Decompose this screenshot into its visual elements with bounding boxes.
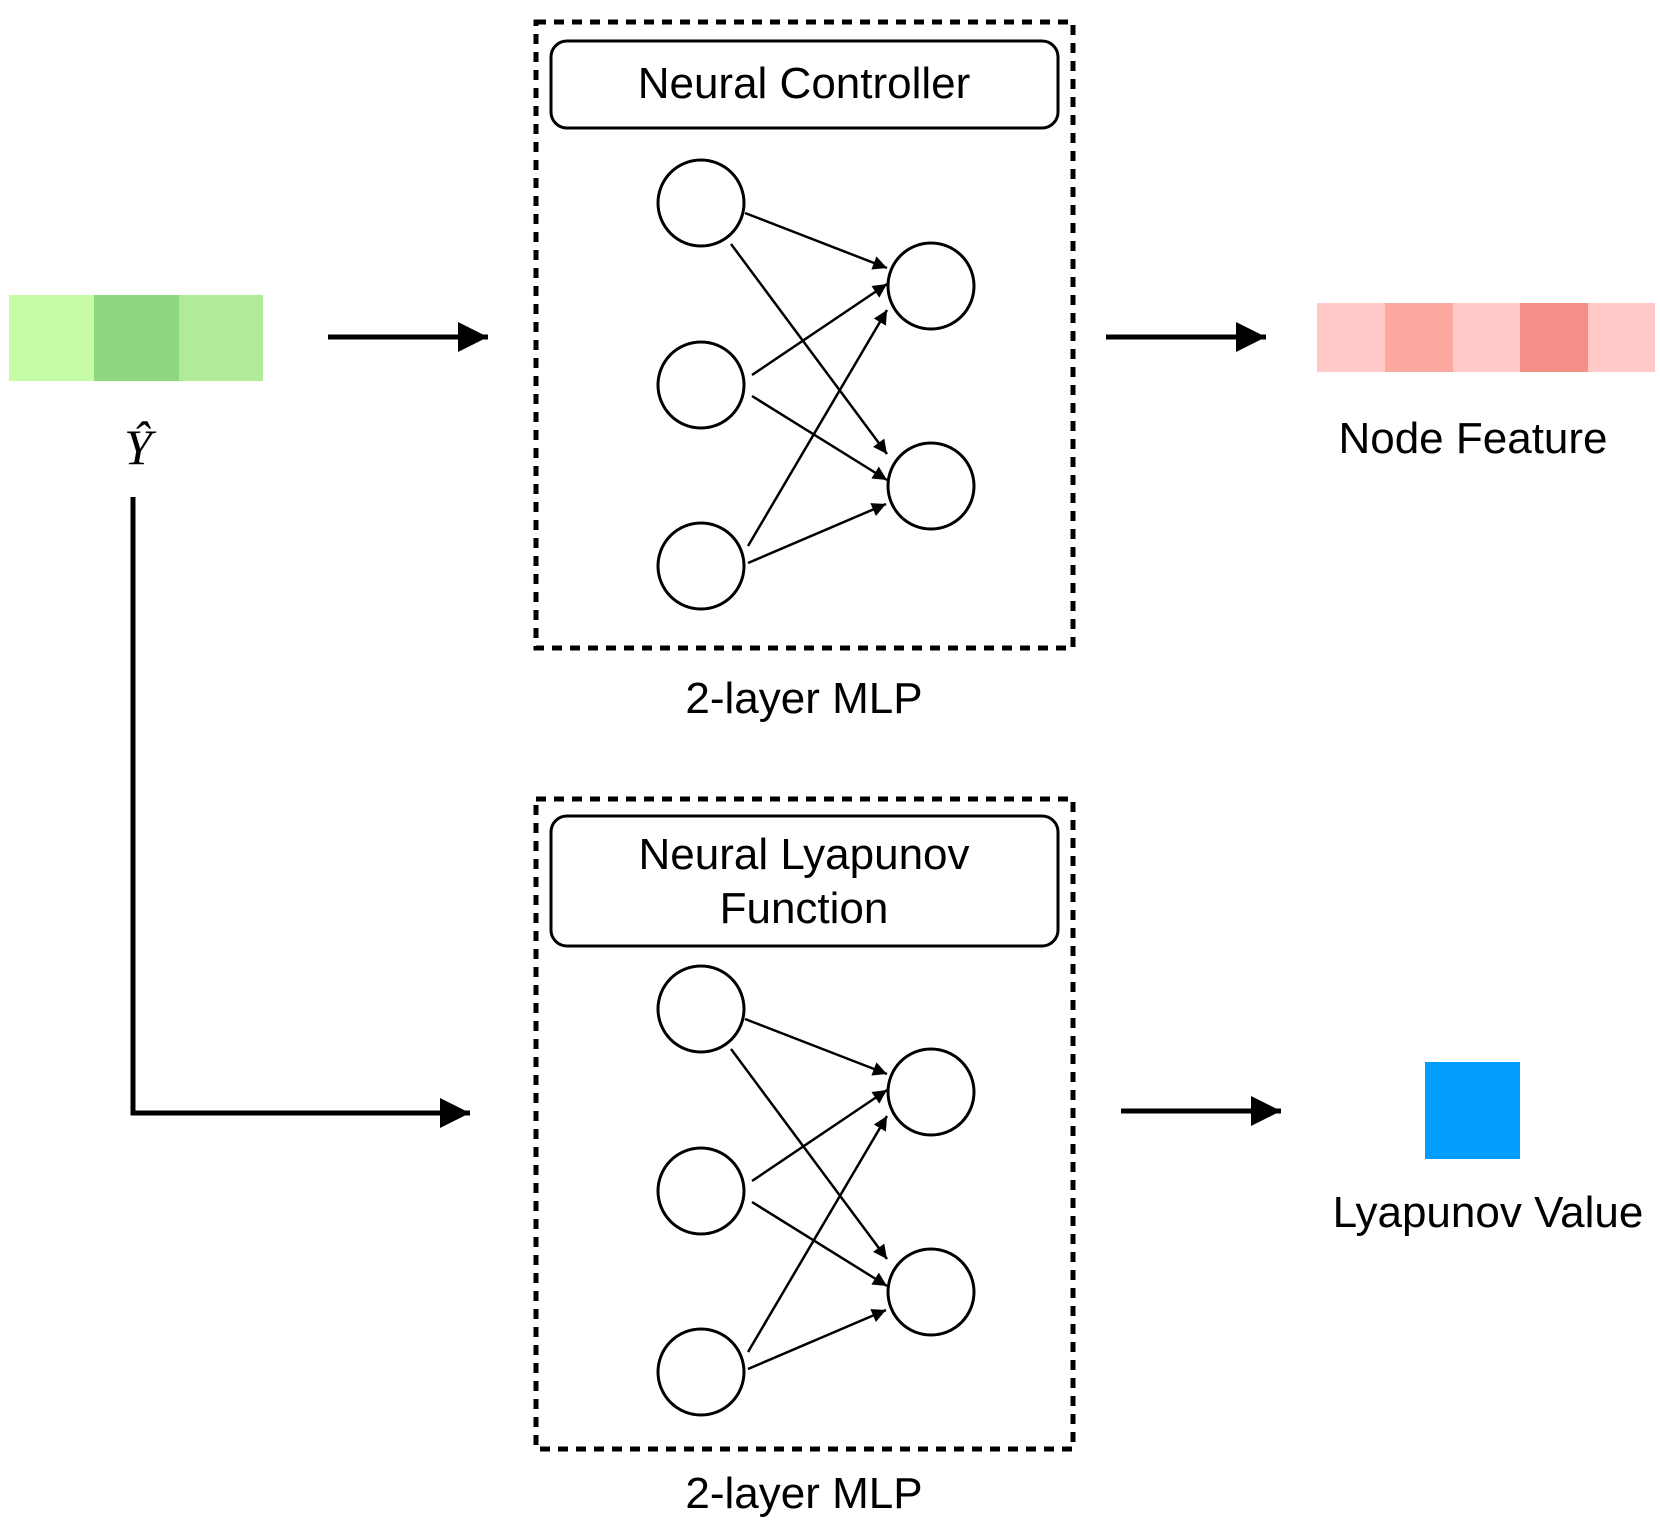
input-cell-2	[94, 295, 179, 381]
arrow-input-to-lyapunov	[130, 497, 470, 1128]
controller-input-node	[656, 521, 746, 611]
lyapunov-input-node	[656, 964, 746, 1054]
lyapunov-input-node	[656, 1146, 746, 1236]
node-feature-cell-5	[1588, 303, 1655, 372]
node-feature-cell-4	[1520, 303, 1588, 372]
controller-title: Neural Controller	[638, 59, 971, 108]
controller-nodes	[656, 158, 976, 611]
node-feature-label: Node Feature	[1338, 414, 1607, 463]
input-vector	[9, 295, 263, 381]
input-cell-3	[179, 295, 263, 381]
lyapunov-value-square	[1425, 1062, 1520, 1159]
node-feature-vector	[1317, 303, 1655, 372]
lyapunov-nodes	[656, 964, 976, 1417]
controller-caption: 2-layer MLP	[685, 674, 922, 723]
input-label: Ŷ	[124, 419, 157, 475]
controller-title-box	[549, 39, 1060, 130]
lyapunov-output-node	[886, 1047, 976, 1137]
controller-box	[533, 19, 1076, 651]
lyapunov-input-node	[656, 1327, 746, 1417]
controller-output-node	[886, 241, 976, 331]
lyapunov-caption: 2-layer MLP	[685, 1469, 922, 1518]
lyapunov-network	[729, 1017, 889, 1371]
lyapunov-title-line1: Neural Lyapunov	[638, 830, 969, 879]
lyapunov-value-label: Lyapunov Value	[1333, 1188, 1644, 1237]
controller-input-node	[656, 158, 746, 248]
node-feature-cell-2	[1385, 303, 1453, 372]
controller-output-node	[886, 441, 976, 531]
lyapunov-output-node	[886, 1247, 976, 1337]
input-cell-1	[9, 295, 94, 381]
controller-input-node	[656, 340, 746, 430]
node-feature-cell-3	[1453, 303, 1520, 372]
lyapunov-title-line2: Function	[720, 884, 889, 933]
node-feature-cell-1	[1317, 303, 1385, 372]
lyapunov-title-box	[549, 814, 1060, 948]
controller-network	[729, 211, 889, 565]
